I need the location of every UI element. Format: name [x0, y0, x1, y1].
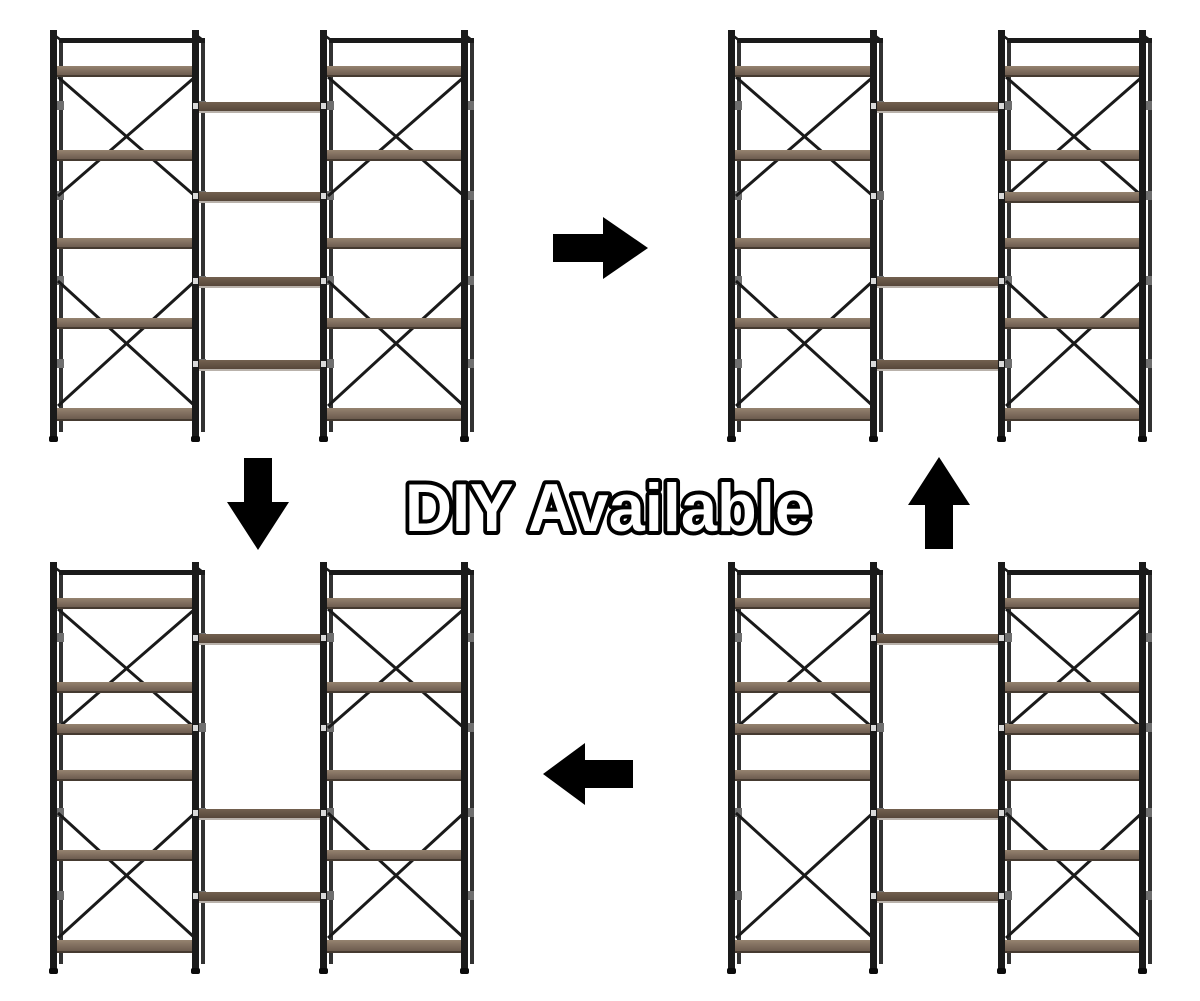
up-arrow-glyph: [908, 457, 970, 549]
bookshelf-unit-bottom-right: [722, 554, 1152, 982]
bookshelf-unit-top-left: [44, 22, 474, 450]
right-arrow-glyph: [553, 217, 648, 279]
left-arrow-icon: [543, 743, 633, 805]
up-arrow-icon: [908, 457, 970, 549]
bookshelf-unit-bottom-left: [44, 554, 474, 982]
bookshelf-graphic: [49, 562, 474, 974]
diy-available-title: DIY Available: [401, 466, 815, 550]
down-arrow-glyph: [227, 458, 289, 550]
right-arrow-icon: [553, 217, 648, 279]
bookshelf-graphic: [727, 30, 1152, 442]
bookshelf-unit-top-right: [722, 22, 1152, 450]
bookshelf-graphic: [727, 562, 1152, 974]
diy-available-text: DIY Available: [405, 470, 811, 546]
bookshelf-graphic: [49, 30, 474, 442]
left-arrow-glyph: [543, 743, 633, 805]
down-arrow-icon: [227, 458, 289, 550]
